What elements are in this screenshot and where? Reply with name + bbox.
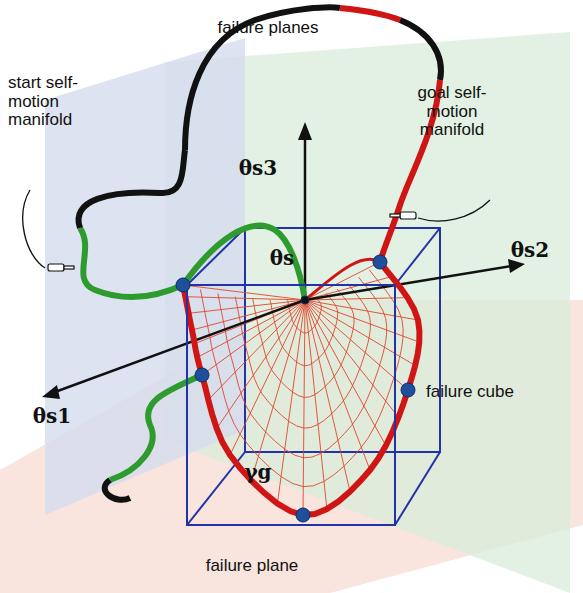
axis-label: θs3 [233,157,283,179]
mesh-line [235,284,370,429]
self-motion-curves [78,7,440,515]
plane-label: failure planes [188,19,348,38]
curve-label: γg [238,461,278,483]
manifold-label: start self-motion manifold [8,74,100,130]
leader-lines [23,190,490,268]
failure-points [176,255,415,522]
start-plane [45,38,245,515]
mesh-line [253,289,354,397]
axis-label: θs2 [506,239,554,261]
mesh-line [185,297,305,300]
manifold-label: goal self-motion manifold [402,84,502,140]
mesh-line [305,300,327,509]
cube-label: failure cube [425,383,515,402]
mesh-line [288,297,322,333]
mesh-line [277,300,305,504]
axis-label: θs [262,247,302,269]
mesh-surface [183,262,419,515]
pointer-hands [48,212,416,271]
axis-label: θs1 [29,405,75,427]
axes [42,122,525,399]
failure-cube [187,228,440,525]
plane-label: failure plane [187,557,317,576]
mesh-line [270,293,338,365]
mesh-line [218,277,387,458]
failure-cube-front [187,285,395,525]
